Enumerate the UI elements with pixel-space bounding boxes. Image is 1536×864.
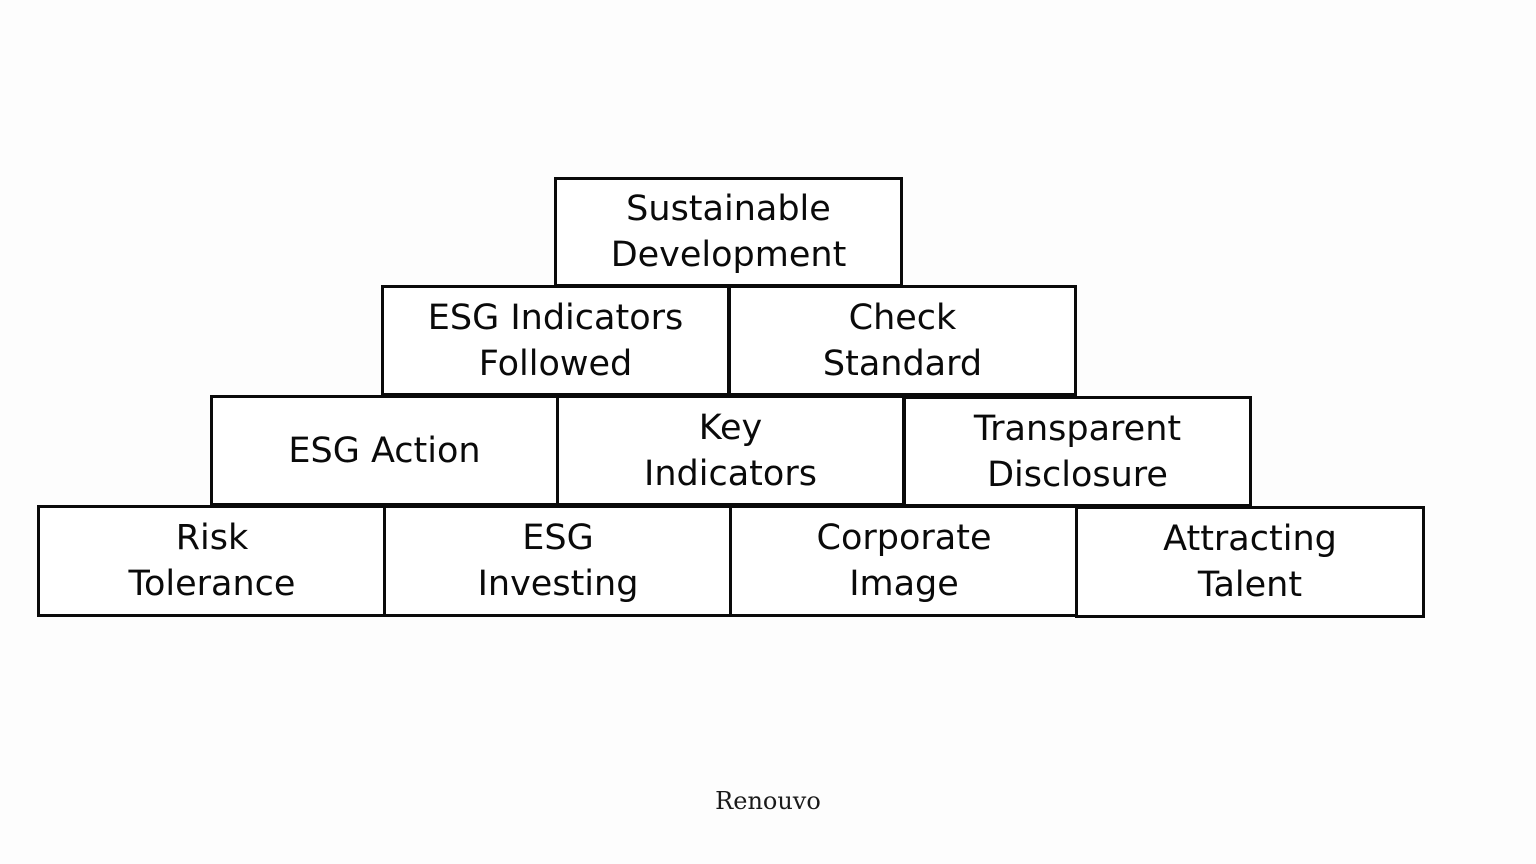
block-label-line: Followed	[478, 343, 633, 384]
block-esg-indicators-followed: ESG Indicators Followed	[381, 285, 730, 396]
block-label-line: Investing	[477, 564, 639, 604]
block-risk-tolerance: Risk Tolerance	[37, 505, 387, 617]
block-key-indicators: Key Indicators	[556, 395, 905, 506]
block-check-standard: Check Standard	[728, 285, 1077, 396]
block-label-line: Check	[848, 297, 957, 338]
block-label-line: Sustainable	[626, 189, 831, 229]
block-label-line: Development	[610, 235, 847, 275]
block-label-line: ESG Action	[288, 430, 481, 471]
brand-wordmark: Renouvo	[715, 787, 821, 815]
block-esg-action: ESG Action	[210, 395, 559, 506]
block-label-line: Image	[849, 564, 959, 604]
block-label-line: Tolerance	[128, 564, 296, 604]
block-corporate-image: Corporate Image	[729, 505, 1079, 617]
block-label-line: Corporate	[816, 518, 992, 558]
block-transparent-disclosure: Transparent Disclosure	[903, 396, 1252, 507]
block-label-line: Talent	[1197, 565, 1303, 605]
block-label-line: ESG	[522, 518, 594, 558]
block-label-line: ESG Indicators	[427, 297, 684, 338]
block-label-line: Transparent	[973, 408, 1182, 449]
block-label-line: Risk	[175, 518, 249, 558]
block-label-line: Attracting	[1163, 519, 1337, 559]
block-label-line: Key	[698, 407, 763, 448]
block-sustainable-development: Sustainable Development	[554, 177, 903, 287]
block-label-line: Disclosure	[987, 454, 1168, 495]
block-esg-investing: ESG Investing	[383, 505, 733, 617]
block-label-line: Indicators	[644, 453, 817, 494]
block-attracting-talent: Attracting Talent	[1075, 506, 1425, 618]
block-label-line: Standard	[822, 343, 983, 384]
